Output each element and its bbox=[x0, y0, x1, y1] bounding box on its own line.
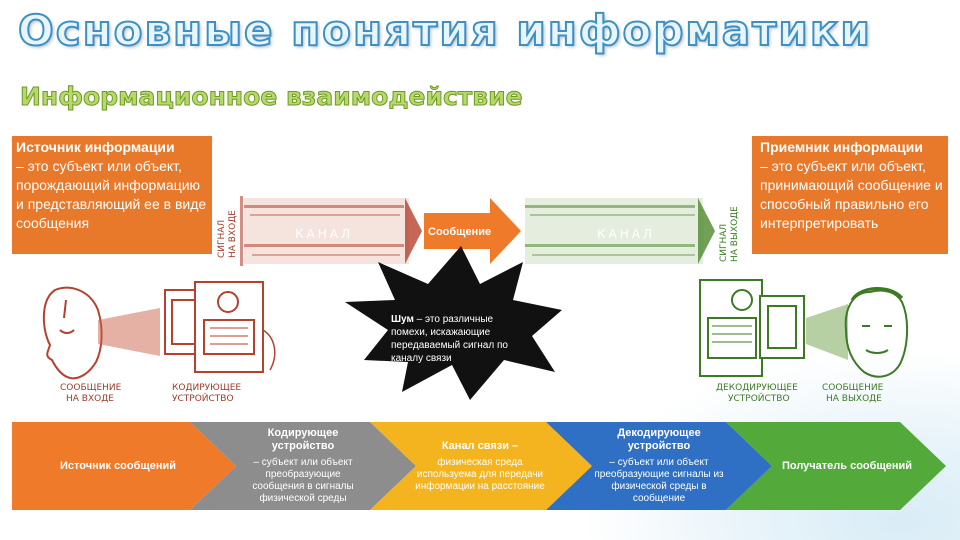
stage-decoder-shape bbox=[546, 422, 772, 510]
stage-title: Канал связи – bbox=[441, 439, 519, 452]
svg-text:ДЕКОДИРУЮЩЕЕ: ДЕКОДИРУЮЩЕЕ bbox=[716, 383, 798, 393]
receiver-title: Приемник информации bbox=[760, 139, 923, 155]
svg-text:СООБЩЕНИЕ: СООБЩЕНИЕ bbox=[60, 383, 122, 393]
receiver-sketch bbox=[699, 279, 909, 378]
channel-left-label: КАНАЛ bbox=[295, 227, 353, 241]
source-text: – это субъект или объект, порождающий ин… bbox=[16, 158, 207, 231]
noise-burst bbox=[345, 246, 562, 400]
stage-title: Кодирующее устройство bbox=[267, 427, 339, 452]
encoder-device-label: КОДИРУЮЩЕЕ УСТРОЙСТВО bbox=[172, 383, 241, 404]
channel-right-label: КАНАЛ bbox=[597, 227, 655, 241]
stage-desc: – субъект или объект преобразующие сообщ… bbox=[252, 457, 354, 504]
svg-text:НА ВХОДЕ: НА ВХОДЕ bbox=[66, 394, 114, 404]
stage-desc: физическая среда используема для передач… bbox=[415, 456, 545, 492]
sender-sketch bbox=[42, 281, 276, 380]
stage-receiver: Получатель сообщений bbox=[772, 422, 922, 510]
message-in-label: СООБЩЕНИЕ НА ВХОДЕ bbox=[60, 383, 122, 404]
signal-out-label: СИГНАЛ НА ВЫХОДЕ bbox=[719, 206, 740, 262]
source-definition-box: Источник информации – это субъект или об… bbox=[12, 136, 212, 254]
svg-text:УСТРОЙСТВО: УСТРОЙСТВО bbox=[172, 392, 234, 404]
receiver-text: – это субъект или объект, принимающий со… bbox=[760, 158, 943, 231]
stage-decoder: Декодирующее устройство – субъект или об… bbox=[592, 422, 726, 510]
stage-title: Источник сообщений bbox=[60, 459, 176, 472]
stage-encoder: Кодирующее устройство – субъект или объе… bbox=[238, 422, 368, 510]
left-channel-arrow bbox=[240, 196, 422, 266]
svg-text:НА ВЫХОДЕ: НА ВЫХОДЕ bbox=[730, 206, 740, 262]
stage-channel-shape bbox=[370, 422, 592, 510]
stage-title: Декодирующее устройство bbox=[617, 427, 701, 452]
communication-illustration: КАНАЛ КАНАЛ СИГНАЛ НА ВХОДЕ СИГНАЛ НА ВЫ… bbox=[42, 196, 909, 404]
stage-channel: Канал связи – физическая среда используе… bbox=[414, 422, 546, 510]
source-title: Источник информации bbox=[16, 139, 175, 155]
noise-term: Шум bbox=[391, 314, 414, 325]
svg-text:КОДИРУЮЩЕЕ: КОДИРУЮЩЕЕ bbox=[172, 383, 241, 393]
right-channel-arrow bbox=[525, 198, 715, 264]
decoder-device-label: ДЕКОДИРУЮЩЕЕ УСТРОЙСТВО bbox=[716, 383, 798, 404]
svg-text:СООБЩЕНИЕ: СООБЩЕНИЕ bbox=[822, 383, 884, 393]
receiver-definition-box: Приемник информации – это субъект или об… bbox=[752, 136, 948, 254]
stage-receiver-shape bbox=[726, 422, 946, 510]
svg-text:СИГНАЛ: СИГНАЛ bbox=[719, 224, 729, 262]
message-out-label: СООБЩЕНИЕ НА ВЫХОДЕ bbox=[822, 383, 884, 404]
page-subtitle: Информационное взаимодействие bbox=[20, 82, 524, 112]
svg-text:СИГНАЛ: СИГНАЛ bbox=[217, 220, 227, 258]
noise-text: – это различные помехи, искажающие перед… bbox=[391, 314, 508, 364]
stage-source-shape bbox=[12, 422, 236, 510]
stage-title: Получатель сообщений bbox=[781, 459, 913, 472]
stage-desc: – субъект или объект преобразующие сигна… bbox=[594, 457, 724, 504]
svg-text:НА ВХОДЕ: НА ВХОДЕ bbox=[228, 210, 238, 258]
message-arrow bbox=[424, 198, 521, 264]
svg-text:УСТРОЙСТВО: УСТРОЙСТВО bbox=[728, 392, 790, 404]
stage-source: Источник сообщений bbox=[20, 422, 216, 510]
signal-in-label: СИГНАЛ НА ВХОДЕ bbox=[217, 210, 238, 258]
message-label: Сообщение bbox=[428, 226, 492, 238]
svg-text:НА ВЫХОДЕ: НА ВЫХОДЕ bbox=[826, 394, 882, 404]
noise-definition: Шум – это различные помехи, искажающие п… bbox=[391, 313, 531, 365]
page-title: Основные понятия информатики bbox=[17, 5, 872, 56]
stage-encoder-shape bbox=[190, 422, 416, 510]
